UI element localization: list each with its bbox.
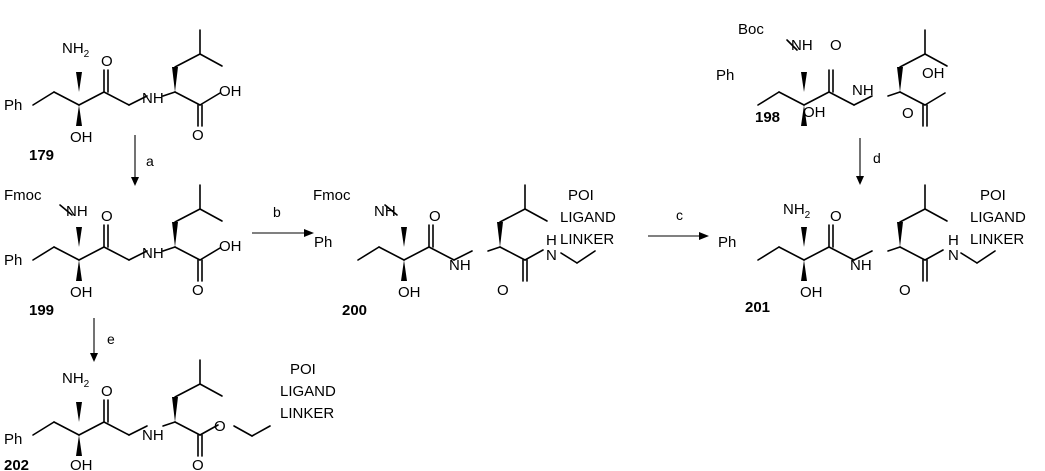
carbonyl-o-label: O xyxy=(429,208,441,225)
compound-label-200: 200 xyxy=(342,302,367,319)
ph-label: Ph xyxy=(4,252,22,269)
linker-label: LINKER xyxy=(970,231,1024,248)
amide-n-label: N xyxy=(948,247,959,264)
amide-nh-label: NH xyxy=(449,257,471,274)
carbonyl-o-label: O xyxy=(830,208,842,225)
oh-label: OH xyxy=(800,284,823,301)
poi-label: POI xyxy=(980,187,1006,204)
carbamate-nh-label: NH xyxy=(66,203,88,220)
amide-n-label: N xyxy=(546,247,557,264)
ligand-label: LIGAND xyxy=(970,209,1026,226)
poi-label: POI xyxy=(290,361,316,378)
acid-oh-label: OH xyxy=(219,238,242,255)
ligand-label: LIGAND xyxy=(560,209,616,226)
oh-label: OH xyxy=(70,129,93,146)
acid-o-label: O xyxy=(192,282,204,299)
compound-200 xyxy=(357,184,596,282)
oh-label: OH xyxy=(70,457,93,471)
oh-label: OH xyxy=(70,284,93,301)
arrowhead-c xyxy=(699,232,709,240)
amide-nh-label: NH xyxy=(142,90,164,107)
reagent-label-a: a xyxy=(146,153,154,169)
acid-oh-label: OH xyxy=(922,65,945,82)
compound-202 xyxy=(32,359,271,457)
reagent-label-b: b xyxy=(273,204,281,220)
reagent-label-e: e xyxy=(107,331,115,347)
ph-label: Ph xyxy=(314,234,332,251)
linker-label: LINKER xyxy=(560,231,614,248)
compound-199 xyxy=(32,184,223,282)
carbonyl-o-label: O xyxy=(101,383,113,400)
amide-nh-label: NH xyxy=(850,257,872,274)
boc-label: Boc xyxy=(738,21,764,38)
amide-nh-label: NH xyxy=(142,427,164,444)
ester-o-label: O xyxy=(214,418,226,435)
ph-label: Ph xyxy=(4,431,22,448)
ph-label: Ph xyxy=(718,234,736,251)
compound-label-179: 179 xyxy=(29,147,54,164)
compound-label-201: 201 xyxy=(745,299,770,316)
carbamate-nh-label: NH xyxy=(791,37,813,54)
nh2-label: NH2 xyxy=(783,201,811,221)
compound-179 xyxy=(32,29,223,127)
arrowhead-e xyxy=(90,353,98,362)
reagent-label-c: c xyxy=(676,207,683,223)
amide-o-label: O xyxy=(899,282,911,299)
ester-carbonyl-o-label: O xyxy=(192,457,204,471)
carbonyl-o-label: O xyxy=(830,37,842,54)
ph-label: Ph xyxy=(716,67,734,84)
acid-o-label: O xyxy=(192,127,204,144)
acid-o-label: O xyxy=(902,105,914,122)
fmoc-label: Fmoc xyxy=(313,187,351,204)
amide-h-label: H xyxy=(546,232,557,249)
compound-198 xyxy=(757,29,948,127)
nh2-label: NH2 xyxy=(62,40,90,60)
amide-h-label: H xyxy=(948,232,959,249)
oh-label: OH xyxy=(398,284,421,301)
poi-label: POI xyxy=(568,187,594,204)
oh-label: OH xyxy=(803,104,826,121)
amide-nh-label: NH xyxy=(852,82,874,99)
ph-label: Ph xyxy=(4,97,22,114)
amide-nh-label: NH xyxy=(142,245,164,262)
carbonyl-o-label: O xyxy=(101,53,113,70)
reagent-label-d: d xyxy=(873,150,881,166)
compound-label-199: 199 xyxy=(29,302,54,319)
arrowhead-b xyxy=(304,229,314,237)
carbamate-nh-label: NH xyxy=(374,203,396,220)
arrowhead-d xyxy=(856,176,864,185)
amide-o-label: O xyxy=(497,282,509,299)
compound-201 xyxy=(757,184,996,282)
nh2-label: NH2 xyxy=(62,370,90,390)
linker-label: LINKER xyxy=(280,405,334,422)
carbonyl-o-label: O xyxy=(101,208,113,225)
fmoc-label: Fmoc xyxy=(4,187,42,204)
compound-label-198: 198 xyxy=(755,109,780,126)
compound-label-202: 202 xyxy=(4,457,29,471)
arrowhead-a xyxy=(131,177,139,186)
ligand-label: LIGAND xyxy=(280,383,336,400)
acid-oh-label: OH xyxy=(219,83,242,100)
